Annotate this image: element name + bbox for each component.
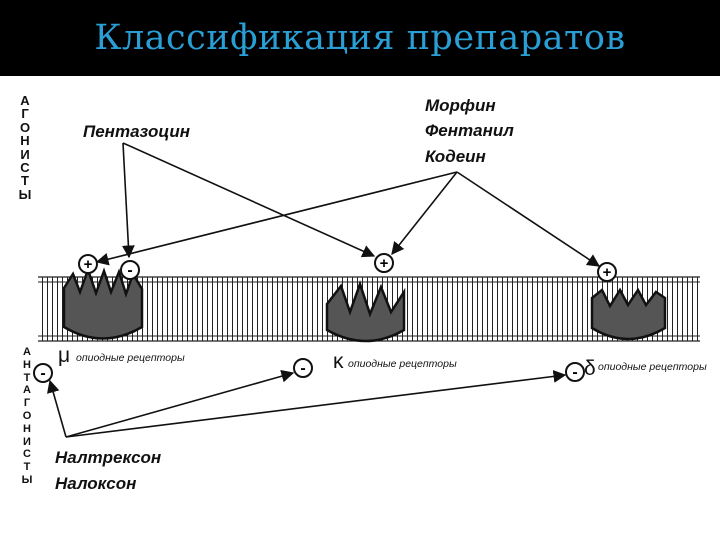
receptor-diagram: + - + + - - - Пентазоцин Морфин Фентанил…: [33, 96, 707, 493]
kappa-receptor-label: опиодные рецепторы: [348, 358, 457, 370]
kappa-receptor: [325, 280, 406, 343]
slide-title: Классификация препаратов: [94, 18, 626, 58]
vertical-letter: Т: [23, 461, 31, 474]
mu-plus-sign: +: [84, 256, 93, 273]
mu-receptor-symbol: μ: [58, 344, 70, 367]
vertical-letter: Г: [21, 106, 29, 122]
title-bar: Классификация препаратов: [0, 0, 720, 76]
delta-receptor-symbol: δ: [584, 357, 596, 380]
vertical-letter: А: [20, 93, 30, 108]
kappa-antagonist-minus: -: [300, 360, 305, 377]
delta-receptor: [590, 287, 667, 341]
vertical-letter: Т: [21, 173, 29, 189]
antagonist-signs: - - -: [33, 358, 585, 383]
vertical-letter: И: [23, 435, 31, 448]
vertical-letter: Г: [23, 397, 31, 410]
mu-receptor-label: опиодные рецепторы: [76, 352, 185, 364]
agonist-arrows: [95, 142, 601, 267]
vertical-letter: Н: [23, 422, 31, 435]
delta-receptor-label: опиодные рецепторы: [598, 361, 707, 373]
vertical-letter: И: [20, 146, 30, 162]
vertical-letter: А: [23, 346, 31, 358]
delta-antagonist-minus: -: [572, 364, 577, 381]
agonist-drug-2: Фентанил: [425, 121, 514, 140]
vertical-letter: Ы: [21, 473, 33, 486]
antagonist-drug-2: Налоксон: [55, 474, 136, 493]
agonist-drug-1: Морфин: [425, 96, 496, 115]
kappa-plus-sign: +: [380, 255, 389, 272]
antagonist-drug-1: Налтрексон: [55, 448, 161, 467]
antagonist-arrows: [47, 369, 567, 438]
vertical-letter: Н: [20, 133, 30, 149]
pentazocine-label: Пентазоцин: [83, 122, 190, 141]
mu-receptor: [62, 266, 144, 340]
agonist-drug-3: Кодеин: [425, 147, 486, 166]
vertical-letter: С: [23, 448, 31, 461]
vertical-letter: Ы: [18, 186, 32, 202]
vertical-letter: А: [23, 384, 31, 397]
vertical-letter: О: [22, 409, 32, 422]
mu-minus-sign: -: [127, 262, 132, 279]
vertical-letter: Н: [23, 358, 31, 371]
kappa-receptor-symbol: κ: [333, 350, 344, 373]
vertical-letter: С: [20, 160, 30, 176]
vertical-letter: Т: [23, 371, 31, 384]
delta-plus-sign: +: [603, 264, 612, 281]
mu-antagonist-minus: -: [40, 365, 45, 382]
vertical-letter: О: [19, 119, 31, 135]
agonist-signs: + - + +: [78, 253, 617, 282]
